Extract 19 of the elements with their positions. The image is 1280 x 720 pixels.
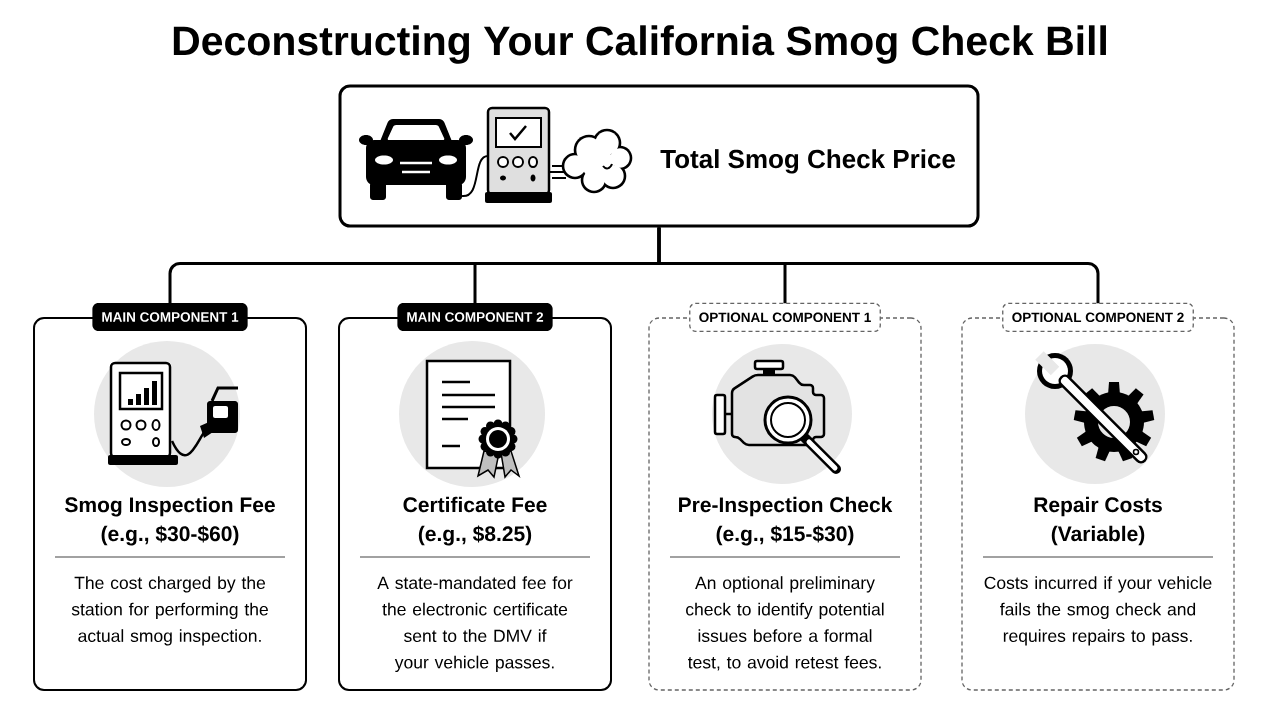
description: The cost charged by the station for performing the actual smog inspection. xyxy=(71,576,268,646)
price-range: (Variable) xyxy=(1051,525,1145,546)
box-heading: Total Smog Check Price xyxy=(660,149,955,174)
tag-label: OPTIONAL COMPONENT 1 xyxy=(689,302,881,332)
tag-label: MAIN COMPONENT 2 xyxy=(397,303,553,331)
price-range: (e.g., $15-$30) xyxy=(716,525,854,546)
card-heading: Smog Inspection Fee xyxy=(65,496,275,517)
description: A state-mandated fee for the electronic certificate sent to the DMV if your vehicle passes. xyxy=(377,576,573,672)
connector-line xyxy=(657,227,1100,304)
card-heading: Pre-Inspection Check xyxy=(679,496,893,517)
title: Deconstructing Your California Smog Check Bill xyxy=(173,25,1106,64)
description: An optional preliminary check to identify potential issues before a formal test, to avoid retest fees. xyxy=(686,576,884,671)
card-heading: Certificate Fee xyxy=(403,496,547,513)
tag-label: OPTIONAL COMPONENT 2 xyxy=(1002,302,1194,332)
price-range: (e.g., $30-$60) xyxy=(101,525,239,546)
price-range: (e.g., $8.25) xyxy=(418,525,532,546)
description: Costs incurred if your vehicle fails the smog check and requires repairs to pass. xyxy=(984,576,1212,646)
card-heading: Repair Costs xyxy=(1034,496,1162,517)
tag-label: MAIN COMPONENT 1 xyxy=(92,303,248,331)
